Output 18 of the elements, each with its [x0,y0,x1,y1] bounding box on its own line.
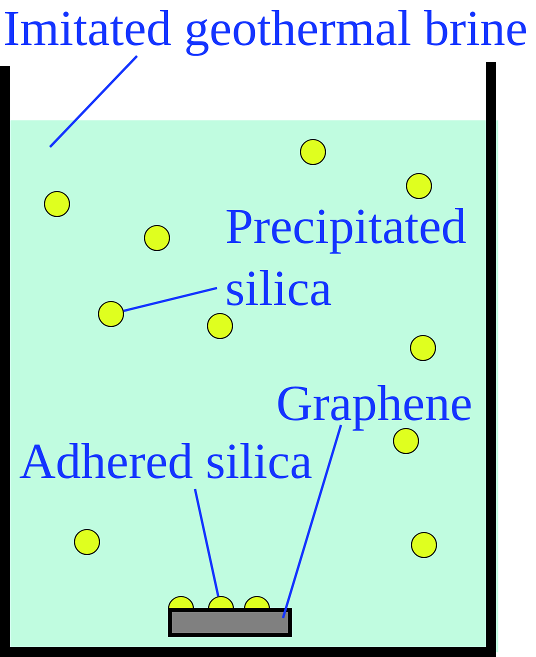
leader-line [282,424,342,618]
particle [74,528,100,556]
callout-label: Precipitated silica [226,208,466,306]
sheet [168,608,292,637]
particle [410,334,436,362]
callout-label: Imitated geothermal brine [5,10,526,56]
particle [206,312,234,340]
particle [410,532,438,558]
callout-label: Graphene [278,384,471,431]
particle [144,224,170,252]
leader-line [123,286,218,312]
particle [406,172,432,200]
particle [300,138,326,166]
particle [98,300,124,328]
leader-line [194,488,220,596]
callout-label: Adhered silica [20,442,312,478]
leader-line [49,55,138,148]
particle [44,190,70,218]
